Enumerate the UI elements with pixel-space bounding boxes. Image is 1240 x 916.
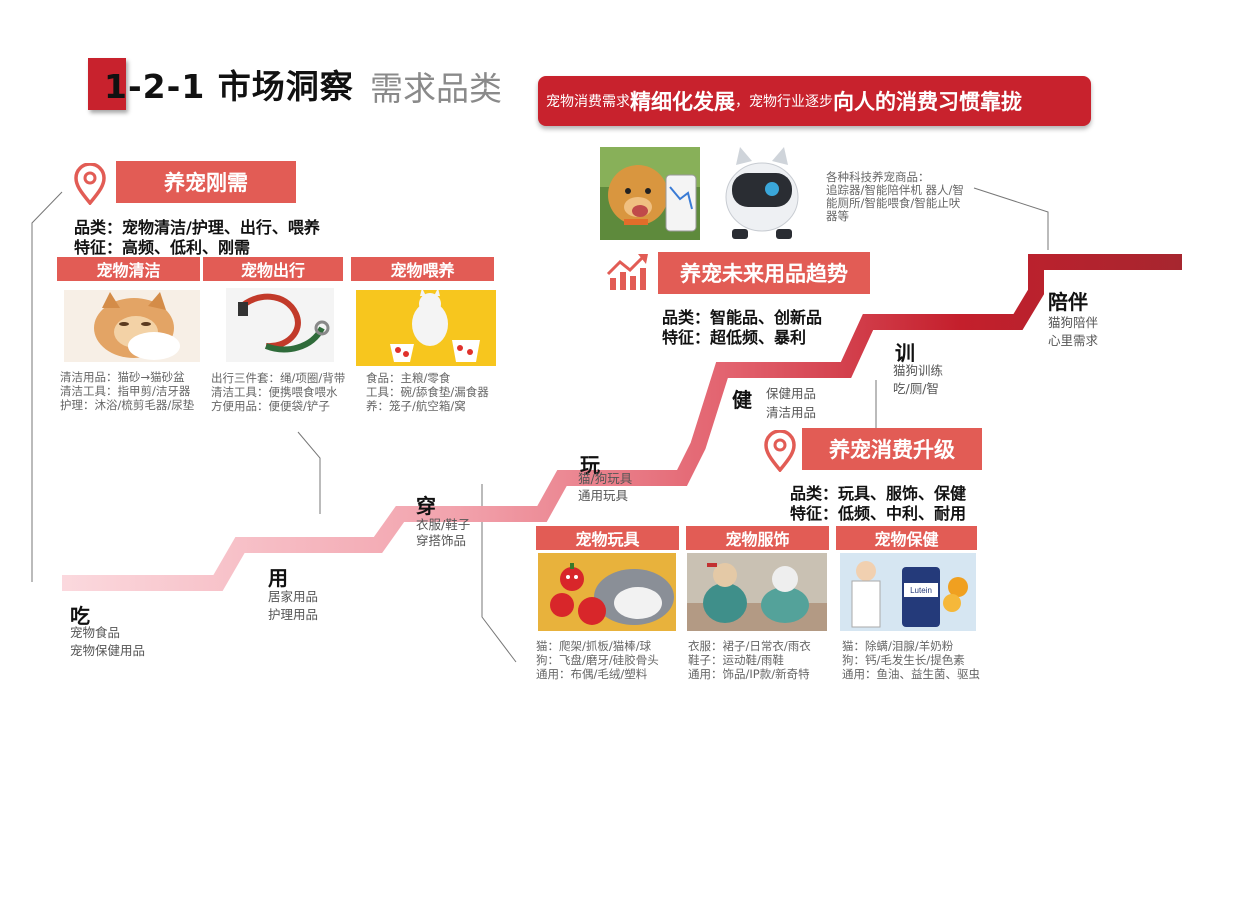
tag-pet-travel: 宠物出行 <box>203 257 343 281</box>
step-health-desc-2: 清洁用品 <box>766 405 817 420</box>
rigid-feature: 特征：高频、低利、刚需 <box>74 238 251 257</box>
tech-note-3: 能厕所/智能喂食/智能止吠 <box>826 196 961 210</box>
apparel-line-2: 鞋子：运动鞋/雨鞋 <box>688 653 784 667</box>
step-health-desc-1: 保健用品 <box>766 386 817 401</box>
step-play-desc-1: 猫/狗玩具 <box>578 471 633 486</box>
banner-text-1: 宠物消费需求 <box>546 94 630 110</box>
step-health-title: 健 <box>732 388 752 412</box>
connector-peiban-future <box>973 187 1049 250</box>
future-feature: 特征：超低频、暴利 <box>662 328 807 347</box>
health-line-3: 通用：鱼油、益生菌、驱虫 <box>842 667 980 681</box>
tag-pet-toys: 宠物玩具 <box>536 526 679 550</box>
cleaning-line-2: 清洁工具：指甲剪/洁牙器 <box>60 384 191 398</box>
step-company-desc-1: 猫狗陪伴 <box>1048 315 1099 330</box>
toys-line-2: 狗：飞盘/磨牙/硅胶骨头 <box>536 653 659 667</box>
upgrade-title: 养宠消费升级 <box>802 428 982 470</box>
banner-text-3: ，宠物行业逐步 <box>735 94 833 110</box>
step-company-desc-2: 心里需求 <box>1048 333 1099 348</box>
step-train-desc-2: 吃/厕/智 <box>893 381 939 396</box>
banner-text-4: 向人的消费习惯靠拢 <box>833 90 1022 114</box>
connector-left <box>31 191 63 582</box>
photo-health-supplement: Lutein <box>840 553 976 631</box>
future-category: 品类：智能品、创新品 <box>662 308 823 327</box>
lutein-label: Lutein <box>910 586 932 595</box>
apparel-line-1: 衣服：裙子/日常衣/雨衣 <box>688 639 811 653</box>
page-subtitle: 需求品类 <box>370 69 502 108</box>
step-play-title: 玩 <box>580 453 600 477</box>
location-pin-icon <box>74 163 106 205</box>
tag-pet-feeding: 宠物喂养 <box>351 257 494 281</box>
connector-rigid-yong <box>297 431 321 514</box>
step-wear-desc-1: 衣服/鞋子 <box>416 517 471 532</box>
cleaning-line-1: 清洁用品：猫砂→猫砂盆 <box>60 370 185 384</box>
step-play-desc-2: 通用玩具 <box>578 488 629 503</box>
step-company-title: 陪伴 <box>1048 290 1088 314</box>
step-train-desc-1: 猫狗训练 <box>893 363 944 378</box>
step-eat-title: 吃 <box>70 604 90 628</box>
feeding-line-3: 养：笼子/航空箱/窝 <box>366 399 466 413</box>
photo-smart-robot <box>716 145 808 241</box>
future-title: 养宠未来用品趋势 <box>658 252 870 294</box>
page-title: 1-2-1 市场洞察 <box>104 67 354 106</box>
tag-pet-health: 宠物保健 <box>836 526 977 550</box>
tech-note-4: 器等 <box>826 209 849 223</box>
photo-cat-bowls <box>356 290 496 366</box>
step-use-desc-2: 护理用品 <box>268 607 319 622</box>
rigid-title: 养宠刚需 <box>116 161 296 203</box>
step-train-title: 训 <box>895 341 915 365</box>
headline-banner: 宠物消费需求 精细化发展 ，宠物行业逐步 向人的消费习惯靠拢 <box>538 76 1091 126</box>
photo-dog-tracker <box>600 147 700 240</box>
feeding-line-1: 食品：主粮/零食 <box>366 371 451 385</box>
health-line-2: 狗：钙/毛发生长/提色素 <box>842 653 965 667</box>
tech-note-1: 各种科技养宠商品： <box>826 170 930 184</box>
step-wear-desc-2: 穿搭饰品 <box>416 533 467 548</box>
travel-line-2: 清洁工具：便携喂食喂水 <box>211 385 338 399</box>
tag-pet-apparel: 宠物服饰 <box>686 526 829 550</box>
banner-text-2: 精细化发展 <box>630 90 735 114</box>
connector-chuan-upgrade <box>481 484 517 663</box>
tag-pet-cleaning: 宠物清洁 <box>57 257 200 281</box>
photo-cat-toys <box>538 553 676 631</box>
upgrade-category: 品类：玩具、服饰、保健 <box>790 484 967 503</box>
step-eat-desc-1: 宠物食品 <box>70 625 121 640</box>
feeding-line-2: 工具：碗/舔食垫/漏食器 <box>366 385 489 399</box>
trend-up-icon <box>606 254 648 290</box>
health-line-1: 猫：除螨/泪腺/羊奶粉 <box>842 639 954 653</box>
toys-line-3: 通用：布偶/毛绒/塑料 <box>536 667 648 681</box>
step-eat-desc-2: 宠物保健用品 <box>70 643 146 658</box>
travel-line-3: 方便用品：便便袋/铲子 <box>211 399 330 413</box>
step-use-title: 用 <box>268 566 288 590</box>
cleaning-line-3: 护理：沐浴/梳剪毛器/尿垫 <box>60 398 195 412</box>
rigid-category: 品类：宠物清洁/护理、出行、喂养 <box>74 218 320 237</box>
apparel-line-3: 通用：饰品/IP款/新奇特 <box>688 667 810 681</box>
step-wear-title: 穿 <box>416 494 436 518</box>
tech-note-2: 追踪器/智能陪伴机 器人/智 <box>826 183 964 197</box>
photo-dogs-apparel <box>687 553 827 631</box>
step-use-desc-1: 居家用品 <box>268 589 319 604</box>
location-pin-icon <box>764 430 796 472</box>
photo-leash <box>226 288 334 362</box>
travel-line-1: 出行三件套：绳/项圈/背带 <box>211 371 346 385</box>
title-accent-block <box>88 58 126 110</box>
photo-cat-cleaning <box>64 290 200 362</box>
staircase-path <box>62 254 1182 591</box>
toys-line-1: 猫：爬架/抓板/猫棒/球 <box>536 639 652 653</box>
upgrade-feature: 特征：低频、中利、耐用 <box>790 504 967 523</box>
